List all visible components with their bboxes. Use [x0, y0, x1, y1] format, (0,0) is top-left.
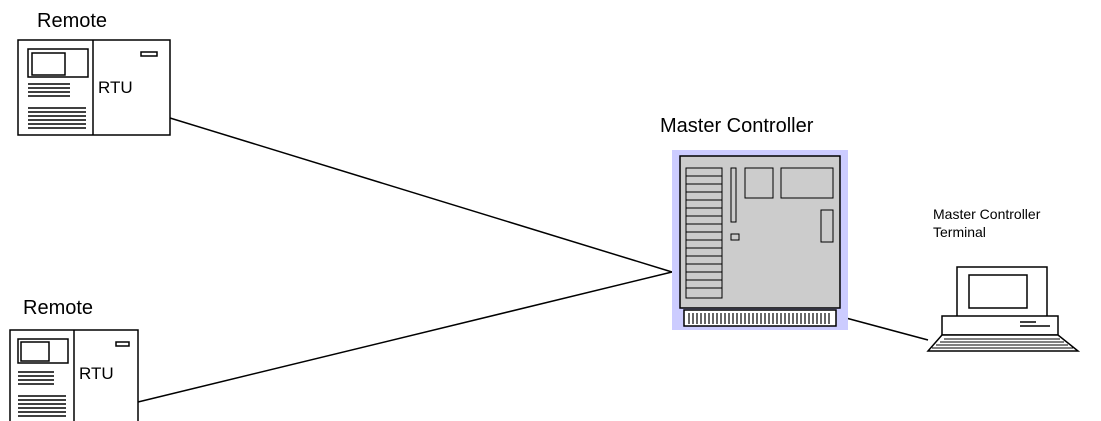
link-remote-top-to-master: [169, 117, 673, 273]
rtu-bottom-label: RTU: [79, 364, 114, 383]
link-master-to-terminal: [845, 317, 929, 341]
rtu-bottom-icon: [9, 329, 139, 421]
master-controller-title: Master Controller: [660, 115, 814, 137]
terminal-title: Master Controller Terminal: [933, 205, 1040, 241]
terminal-title-line2: Terminal: [933, 224, 986, 240]
master-controller-board-icon: [672, 150, 848, 330]
terminal-title-line1: Master Controller: [933, 206, 1041, 222]
remote-top-title: Remote: [37, 10, 108, 32]
rtu-top-icon: [17, 39, 171, 136]
link-remote-bottom-to-master: [137, 271, 673, 403]
remote-bottom-title: Remote: [23, 297, 94, 319]
rtu-top-label: RTU: [98, 78, 133, 97]
terminal-computer-icon: [926, 266, 1081, 352]
